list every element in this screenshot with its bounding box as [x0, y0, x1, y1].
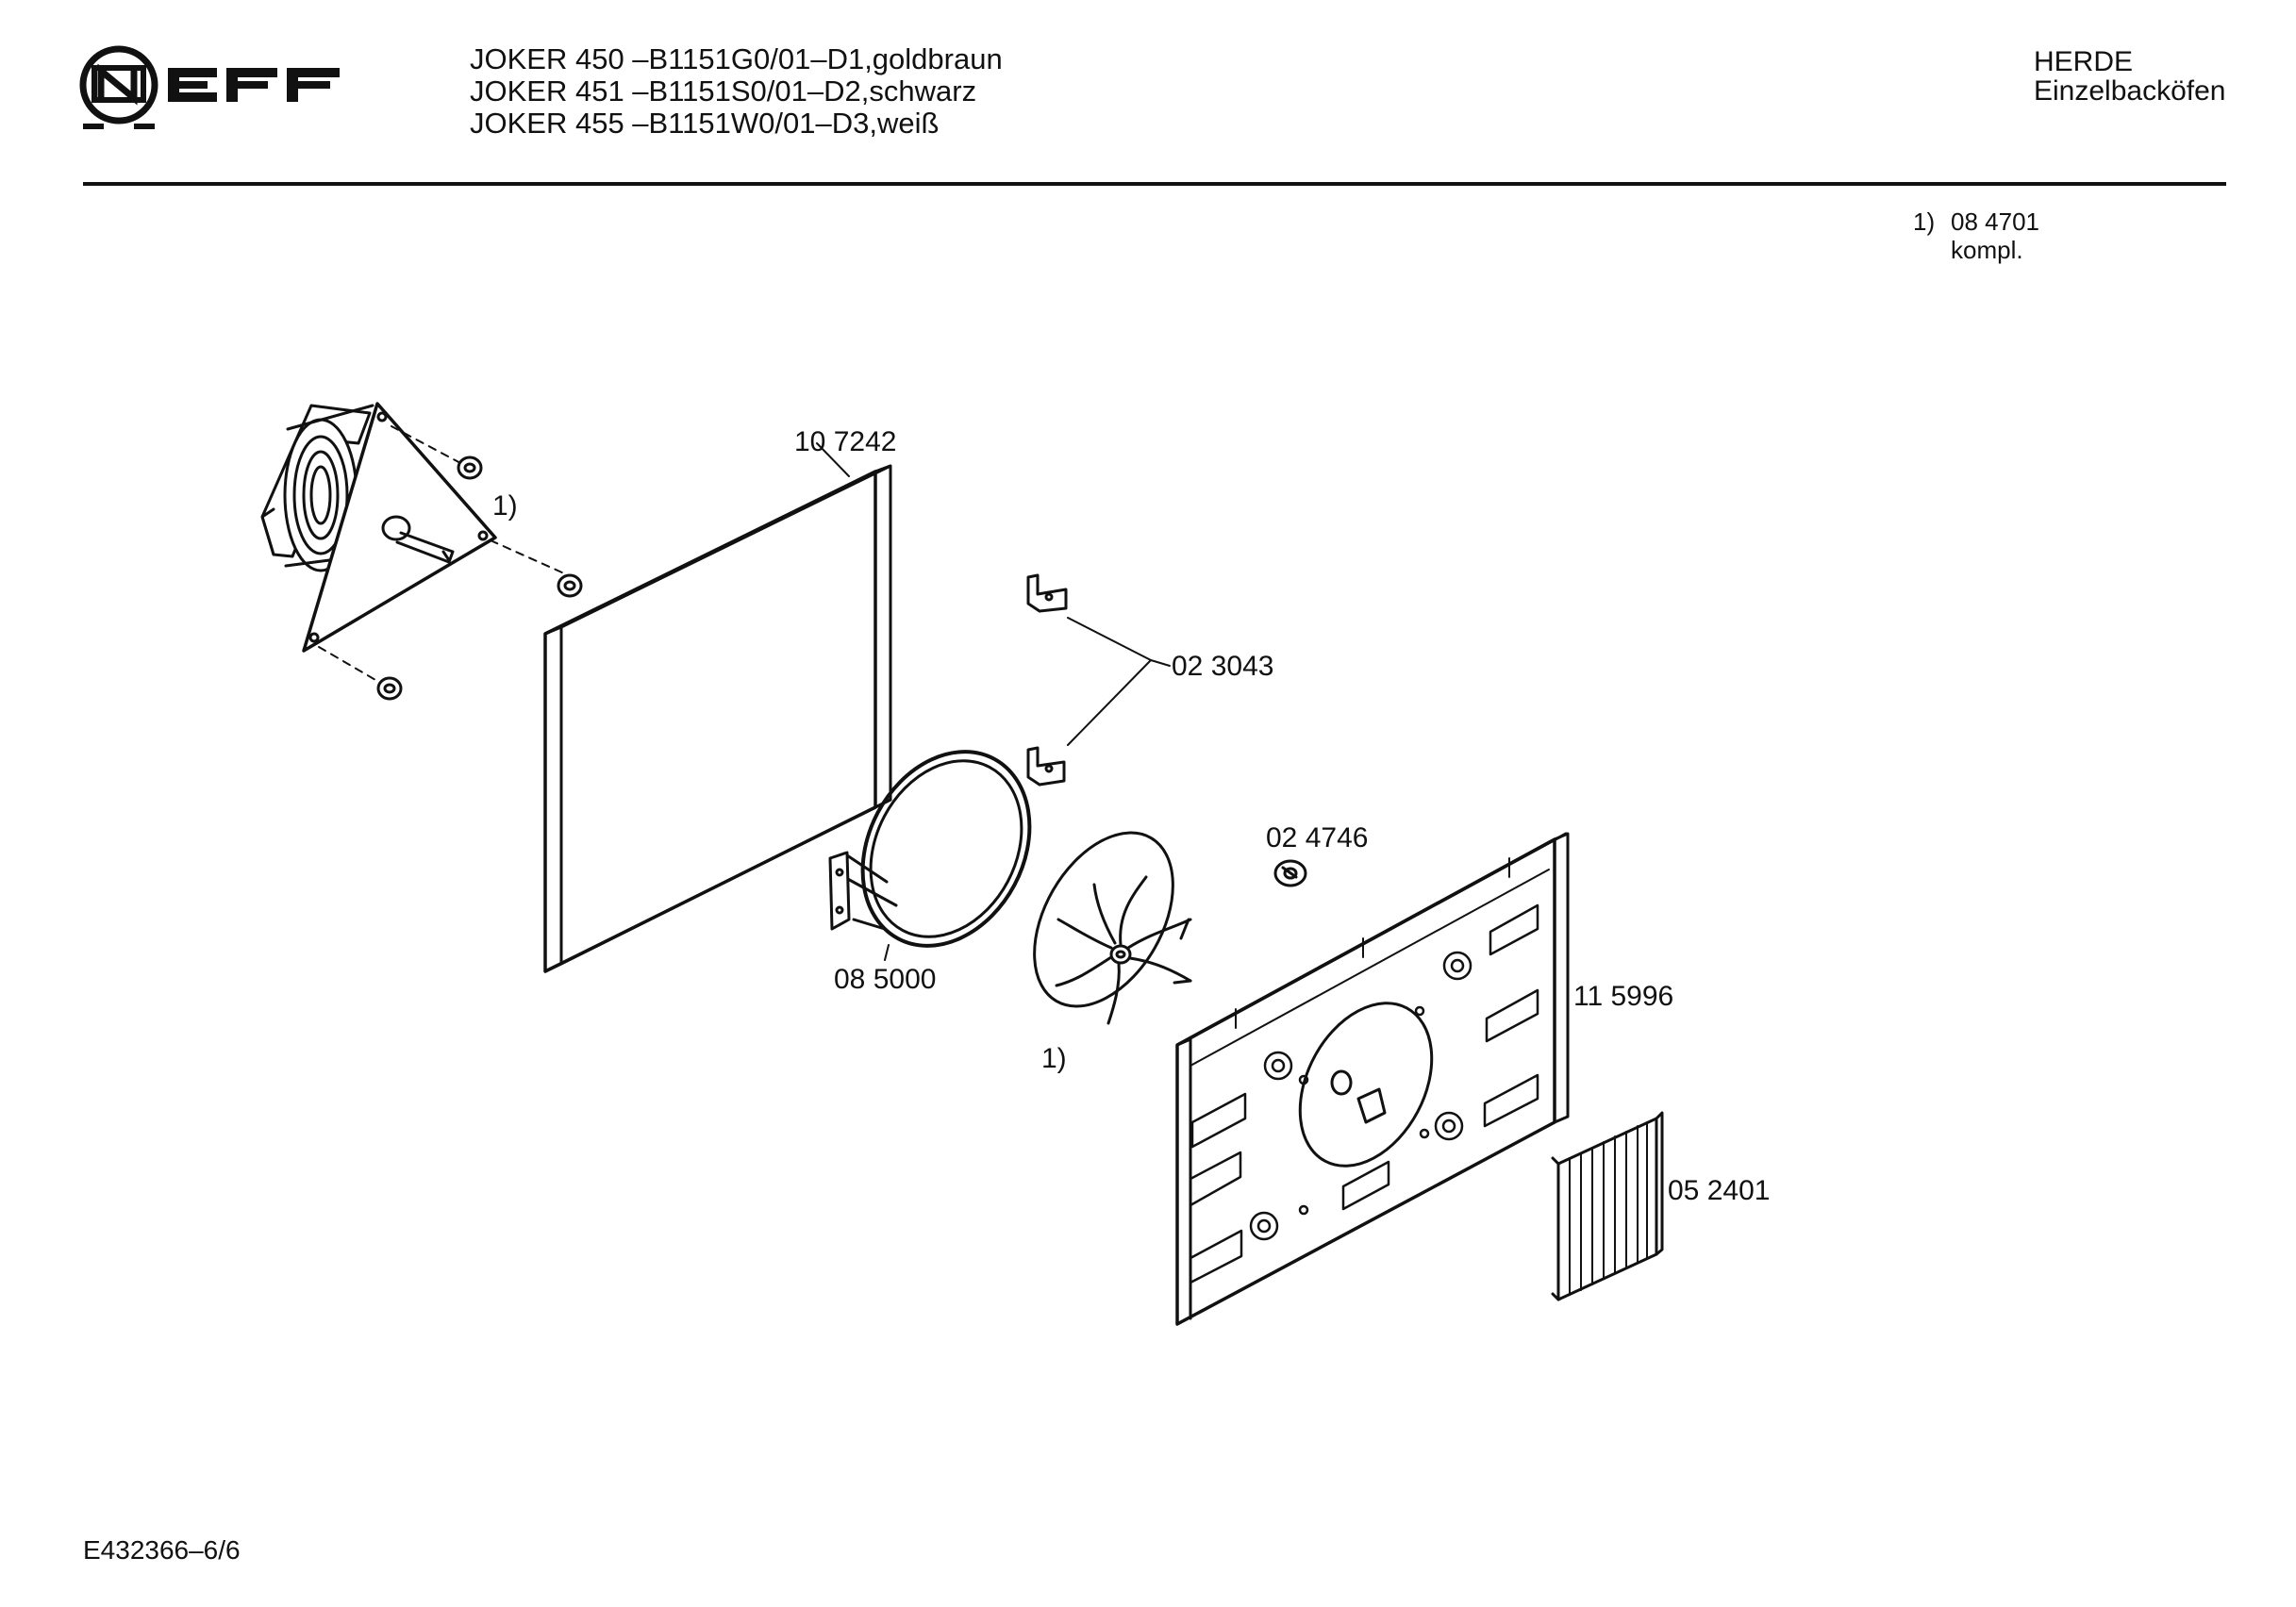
footnote-marker: 1) — [1913, 207, 1936, 236]
label-fan-ref: 1) — [1041, 1043, 1067, 1074]
grille — [1551, 1111, 1664, 1301]
label-bracket: 02 3043 — [1172, 651, 1274, 682]
label-heating-element: 08 5000 — [834, 964, 937, 995]
footnote-part: 08 4701 — [1951, 207, 2039, 236]
header-divider — [83, 182, 2226, 186]
label-rear-panel: 10 7242 — [794, 426, 897, 457]
motor-assembly — [260, 402, 583, 701]
model-line: JOKER 455 –B1151W0/01–D3,weiß — [470, 107, 940, 140]
footnote-note: kompl. — [1951, 236, 2023, 264]
page-id: E432366–6/6 — [83, 1535, 241, 1565]
heating-element — [828, 750, 1032, 961]
model-list: JOKER 450 –B1151G0/01–D1,goldbraun JOKER… — [470, 43, 1003, 140]
label-motor-ref: 1) — [492, 490, 518, 522]
label-grille: 05 2401 — [1668, 1175, 1771, 1206]
footnote: 1) 08 4701 kompl. — [1913, 207, 2039, 264]
category-subtitle: Einzelbacköfen — [2034, 75, 2226, 107]
rear-panel — [543, 442, 892, 973]
model-line: JOKER 451 –B1151S0/01–D2,schwarz — [470, 75, 977, 108]
category-block: HERDE Einzelbacköfen — [2034, 47, 2225, 106]
brackets — [1026, 573, 1171, 787]
fan-wheel — [1033, 831, 1192, 1025]
label-front-panel: 11 5996 — [1573, 981, 1674, 1012]
model-line: JOKER 450 –B1151G0/01–D1,goldbraun — [470, 42, 1003, 75]
neff-logo — [79, 45, 340, 129]
front-panel — [1175, 832, 1570, 1326]
washer — [1273, 859, 1307, 887]
category-title: HERDE — [2034, 46, 2134, 77]
label-nut: 02 4746 — [1266, 822, 1369, 853]
